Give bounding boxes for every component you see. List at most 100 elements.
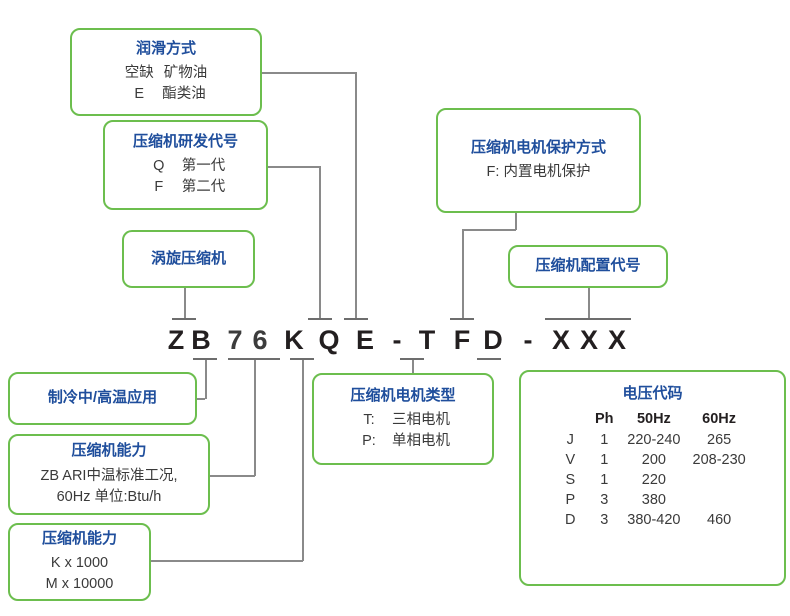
box-voltage-code[interactable]: 电压代码 Ph 50Hz 60Hz J 1 220-240 265 V [519, 370, 786, 586]
connector-rnd-v [319, 166, 321, 318]
capacity-multiplier-line-1: M x 10000 [45, 576, 114, 593]
voltage-50hz-4: 380-420 [627, 512, 681, 529]
voltage-50hz-1: 200 [641, 452, 666, 469]
code-char-dash2: - [523, 324, 533, 355]
voltage-60hz-3 [687, 490, 752, 510]
box-capacity-btu[interactable]: 压缩机能力 ZB ARI中温标准工况, 60Hz 单位:Btu/h [8, 434, 210, 515]
voltage-ph-2: 1 [600, 472, 609, 489]
tick-f [450, 318, 474, 320]
voltage-code-1: V [565, 452, 576, 469]
box-config-code-title: 压缩机配置代号 [535, 257, 641, 275]
code-char-x3: X [607, 324, 626, 355]
tick-76 [228, 358, 280, 360]
voltage-ph-1: 1 [600, 452, 609, 469]
lubrication-key-1: E [134, 86, 145, 103]
connector-capacity-v [254, 360, 256, 476]
motor-protection-line-0: F: 内置电机保护 [486, 164, 591, 181]
code-char-k: K [284, 324, 304, 355]
connector-lubrication-h [262, 72, 356, 74]
box-scroll-compressor-title: 涡旋压缩机 [150, 249, 226, 267]
box-motor-type-title: 压缩机电机类型 [350, 386, 456, 404]
connector-lubrication-v [355, 72, 357, 318]
connector-protection-v [462, 229, 464, 318]
voltage-col-ph: Ph [595, 411, 614, 428]
code-char-e: E [355, 324, 374, 355]
code-char-7: 7 [227, 324, 243, 355]
connector-motortype-v [412, 360, 414, 373]
box-config-code[interactable]: 压缩机配置代号 [508, 245, 668, 288]
code-char-6: 6 [252, 324, 268, 355]
tick-k [290, 358, 314, 360]
voltage-code-0: J [566, 432, 574, 449]
box-capacity-multiplier[interactable]: 压缩机能力 K x 1000 M x 10000 [8, 523, 151, 601]
table-row: P 3 380 [553, 490, 751, 510]
box-capacity-multiplier-title: 压缩机能力 [41, 529, 117, 547]
model-code-string: Z B 7 6 K Q E - T F D - X X X [165, 322, 629, 358]
voltage-code-4: D [565, 512, 576, 529]
voltage-col-50hz: 50Hz [636, 411, 671, 428]
tick-d [477, 358, 501, 360]
box-motor-type[interactable]: 压缩机电机类型 T: 三相电机 P: 单相电机 [312, 373, 494, 465]
capacity-btu-line-0: ZB ARI中温标准工况, [40, 467, 178, 484]
code-char-x2: X [579, 324, 598, 355]
code-char-dash1: - [392, 324, 402, 355]
tick-e [344, 318, 368, 320]
motor-type-value-0: 三相电机 [392, 412, 450, 429]
connector-protection-h [462, 229, 516, 231]
connector-capacity-h [210, 475, 255, 477]
code-char-b: B [191, 324, 211, 355]
tick-q [308, 318, 332, 320]
box-motor-protection-title: 压缩机电机保护方式 [470, 138, 606, 156]
tick-b [193, 358, 217, 360]
box-application-title: 制冷中/高温应用 [47, 389, 158, 407]
capacity-btu-line-1: 60Hz 单位:Btu/h [56, 488, 162, 505]
connector-multiplier-h [151, 560, 303, 562]
voltage-50hz-3: 380 [641, 492, 666, 509]
box-rnd-code-title: 压缩机研发代号 [132, 132, 238, 150]
voltage-ph-3: 3 [600, 492, 609, 509]
lubrication-value-0: 矿物油 [163, 65, 208, 82]
capacity-multiplier-line-0: K x 1000 [50, 555, 109, 572]
table-row: J 1 220-240 265 [553, 430, 751, 450]
connector-rnd-h [267, 166, 320, 168]
voltage-table-header-row: Ph 50Hz 60Hz [553, 410, 751, 430]
tick-z [172, 318, 196, 320]
lubrication-value-1: 酯类油 [162, 86, 206, 103]
code-char-t: T [418, 324, 436, 355]
connector-protection-drop [515, 213, 517, 230]
box-motor-protection[interactable]: 压缩机电机保护方式 F: 内置电机保护 [436, 108, 641, 213]
table-row: D 3 380-420 460 [553, 510, 751, 530]
box-scroll-compressor[interactable]: 涡旋压缩机 [122, 230, 255, 288]
voltage-col-60hz: 60Hz [702, 411, 737, 428]
connector-multiplier-v [302, 360, 304, 561]
code-char-x1: X [551, 324, 570, 355]
motor-type-value-1: 单相电机 [392, 433, 450, 450]
voltage-code-2: S [565, 472, 576, 489]
tick-xxx [545, 318, 631, 320]
box-motor-type-rows: T: 三相电机 P: 单相电机 [356, 410, 450, 452]
box-capacity-btu-title: 压缩机能力 [71, 442, 147, 460]
voltage-60hz-2 [687, 470, 752, 490]
code-char-q: Q [318, 324, 340, 355]
connector-scroll-v [184, 288, 186, 318]
motor-type-key-0: T: [363, 412, 375, 429]
voltage-60hz-0: 265 [707, 432, 732, 449]
voltage-60hz-4: 460 [707, 512, 732, 529]
box-capacity-multiplier-lines: K x 1000 M x 10000 [46, 553, 114, 595]
connector-config-v [588, 288, 590, 318]
voltage-code-3: P [565, 492, 576, 509]
voltage-50hz-2: 220 [641, 472, 666, 489]
voltage-50hz-0: 220-240 [627, 432, 681, 449]
box-application[interactable]: 制冷中/高温应用 [8, 372, 197, 425]
code-char-d: D [483, 324, 503, 355]
code-char-z: Z [167, 324, 185, 355]
motor-type-key-1: P: [362, 433, 376, 450]
box-lubrication-title: 润滑方式 [135, 39, 196, 57]
rnd-key-0: Q [153, 158, 165, 175]
voltage-col-code [553, 410, 587, 430]
box-motor-protection-lines: F: 内置电机保护 [487, 162, 591, 183]
